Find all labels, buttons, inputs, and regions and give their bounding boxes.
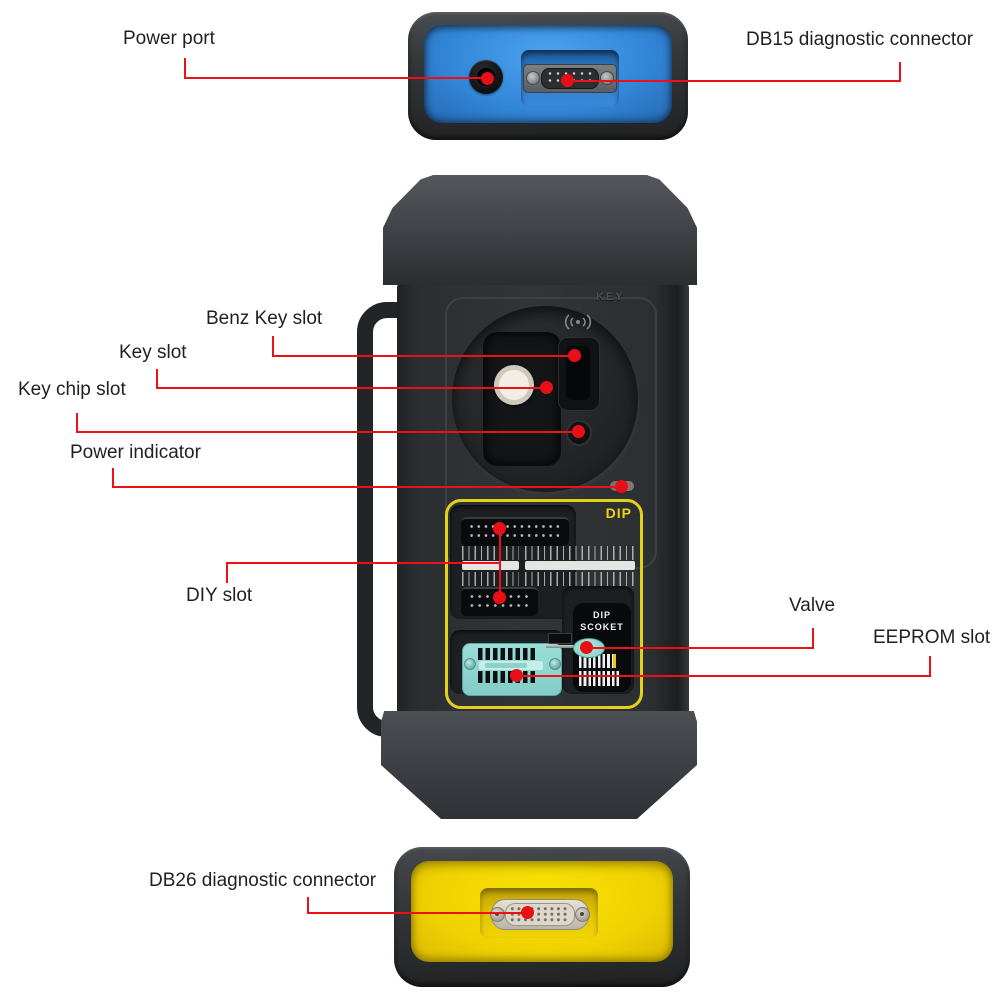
key-area-label: KEY [596, 291, 625, 303]
callout-dot [615, 480, 628, 493]
leader-line-segment [112, 468, 114, 488]
leader-line-segment [76, 413, 78, 433]
leader-line-segment [568, 80, 901, 82]
wireless-signal-icon [564, 314, 592, 330]
callout-label: Power port [123, 28, 215, 49]
db26-connector-pins [509, 906, 569, 922]
leader-line-segment [587, 647, 814, 649]
leader-line-segment [517, 675, 931, 677]
pin-labels-row [525, 572, 635, 586]
leader-line-segment [156, 387, 547, 389]
zif-socket-holes-bottom [478, 671, 538, 683]
callout-dot [481, 72, 494, 85]
zif-screw-left [464, 658, 476, 670]
callout-label: DIY slot [186, 585, 253, 606]
db26-screw-left [490, 907, 505, 922]
pin-label-strip-left [462, 561, 519, 570]
callout-dot [510, 669, 523, 682]
valve-lever-bracket [548, 633, 572, 644]
key-chip-slot-opening [566, 420, 592, 446]
callout-dot [572, 425, 585, 438]
callout-label: DB26 diagnostic connector [149, 870, 377, 891]
diy-header-top-pins [468, 522, 562, 539]
db26-screw-right [575, 907, 590, 922]
device-bottom-cap [381, 711, 697, 819]
leader-line-segment [112, 486, 622, 488]
callout-label: Key slot [119, 342, 187, 363]
zif-screw-right [549, 658, 561, 670]
callout-label: Key chip slot [18, 379, 126, 400]
leader-line-segment [184, 77, 488, 79]
leader-line-segment [272, 336, 274, 357]
leader-line-segment [226, 562, 228, 583]
leader-line-segment [899, 62, 901, 82]
leader-line-segment [76, 431, 579, 433]
pin-label-strip-right [525, 561, 635, 570]
leader-line-segment [499, 529, 501, 599]
callout-dot [493, 591, 506, 604]
dip-socket-pin-stripes-bottom [579, 671, 619, 686]
db15-screw-left [526, 71, 540, 85]
db15-screw-right [600, 71, 614, 85]
leader-line-segment [156, 369, 158, 389]
dip-socket-label-line1: DIP [592, 610, 611, 620]
callout-label: Valve [789, 595, 836, 616]
callout-dot [540, 381, 553, 394]
leader-line-segment [307, 912, 528, 914]
leader-line-segment [929, 656, 931, 677]
leader-line-segment [272, 355, 575, 357]
device-top-cap [383, 175, 697, 285]
callout-dot [580, 641, 593, 654]
valve-lever-rod [546, 645, 582, 648]
leader-line-segment [307, 897, 309, 914]
pin-labels-row [462, 546, 519, 560]
leader-line-segment [812, 628, 814, 649]
callout-dot [493, 522, 506, 535]
zif-socket-print [485, 663, 527, 668]
zif-socket-holes-top [478, 648, 538, 660]
callout-label: DB15 diagnostic connector [746, 29, 974, 50]
callout-label: Power indicator [70, 442, 201, 463]
dip-area-label: DIP [605, 505, 632, 521]
dip-area-outline [445, 499, 643, 709]
leader-line-segment [184, 58, 186, 78]
callout-dot [561, 74, 574, 87]
callout-dot [521, 906, 534, 919]
callout-dot [568, 349, 581, 362]
dip-socket-label-line2: SCOKET [580, 622, 624, 632]
dip-socket-pin1-marker [613, 654, 616, 668]
pin-labels-row [525, 546, 635, 560]
callout-label: Benz Key slot [206, 308, 323, 329]
pin-labels-row [462, 572, 519, 586]
callout-label: EEPROM slot [873, 627, 991, 648]
leader-line-segment [226, 562, 501, 564]
key-chip-hole [499, 370, 529, 400]
key-slot-opening [483, 332, 561, 466]
